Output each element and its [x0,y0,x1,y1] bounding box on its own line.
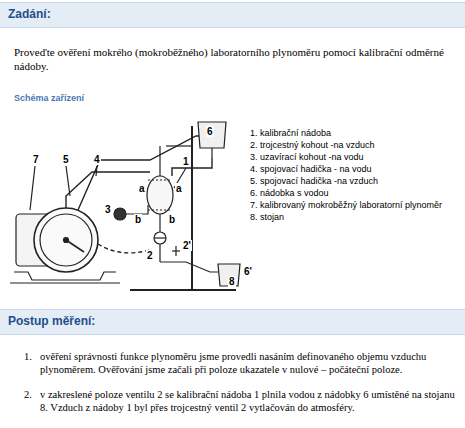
list-number: 2. [24,388,32,401]
callout-number: 8 [228,276,236,287]
callout-number: b [134,214,142,225]
section-heading: Postup měření: [8,314,95,328]
list-item: ověření správnosti funkce plynoměru jsme… [40,350,458,376]
list-item: v zakreslené poloze ventilu 2 se kalibra… [40,388,458,414]
callout-number: b [168,214,176,225]
callout-number: 7 [32,154,40,165]
legend-item: 4. spojovací hadička - na vodu [250,164,460,175]
callout-number: 3 [104,204,112,215]
legend-item: 2. trojcestný kohout -na vzduch [250,140,460,151]
callout-number: a [175,183,183,194]
subheading: Schéma zařízení [14,93,84,103]
callout-number: 6' [243,266,253,277]
callout-number: 5 [62,154,70,165]
legend-item: 3. uzavírací kohout -na vodu [250,152,460,163]
legend-item: 6. nádobka s vodou [250,188,460,199]
meter-dial [34,208,98,272]
legend-item: 7. kalibrovaný mokroběžný laboratorní pl… [250,200,460,211]
callout-number: 2 [146,250,154,261]
callout-number: a [138,183,146,194]
legend-item: 1. kalibrační nádoba [250,128,460,139]
callout-number: 1 [182,156,190,167]
callout-number: 2' [182,240,192,251]
callout-number: 6 [206,126,214,137]
legend-item: 5. spojovací hadička -na vzduch [250,176,460,187]
list-number: 1. [24,350,32,363]
heading-band [0,2,465,28]
paragraph: Proveďte ověření mokrého (mokroběžného) … [14,45,459,73]
legend-item: 8. stojan [250,212,460,223]
callout-number: 4 [93,154,101,165]
section-heading: Zadání: [8,7,51,21]
